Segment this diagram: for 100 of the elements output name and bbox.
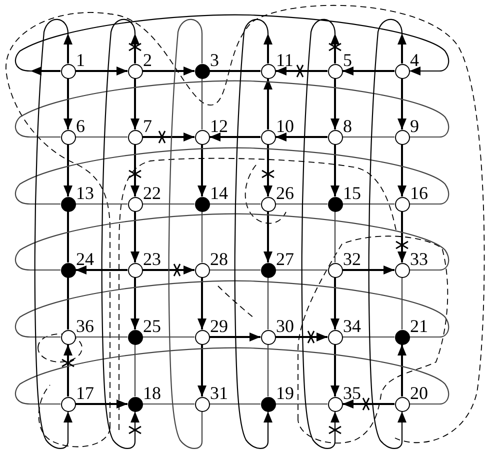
filled-node — [60, 262, 76, 278]
node-number: 24 — [76, 252, 94, 266]
node-number: 14 — [210, 186, 228, 200]
connector-line — [76, 336, 128, 338]
node-number: 17 — [76, 386, 94, 400]
arrow — [130, 144, 140, 196]
open-node — [128, 196, 142, 212]
open-node — [394, 396, 410, 412]
connector-line — [276, 269, 328, 271]
filled-node — [128, 330, 142, 344]
connector-line — [334, 212, 336, 262]
wrap-arrow — [15, 14, 449, 76]
filled-node — [260, 262, 276, 278]
node-number: 26 — [276, 186, 294, 200]
arrow — [398, 78, 406, 130]
arrow — [398, 344, 406, 396]
connector-line — [210, 70, 260, 72]
node-number: 7 — [143, 119, 152, 133]
node-number: 25 — [143, 319, 161, 333]
wrap-line — [15, 280, 449, 338]
node-number: 34 — [343, 319, 361, 333]
connector-line — [201, 78, 203, 130]
open-node — [260, 64, 276, 78]
filled-node — [194, 64, 210, 78]
node-number: 5 — [343, 53, 352, 67]
open-node — [394, 196, 410, 212]
arrow — [398, 144, 406, 196]
open-node — [328, 262, 342, 278]
connector-line — [67, 212, 69, 262]
open-node — [194, 262, 210, 278]
node-number: 9 — [410, 119, 419, 133]
arrow — [276, 332, 328, 342]
connector-line — [142, 403, 194, 405]
node-number: 3 — [210, 53, 219, 67]
connector-line — [76, 136, 128, 138]
node-number: 10 — [276, 119, 294, 133]
node-number: 15 — [343, 186, 361, 200]
node-number: 1 — [76, 53, 85, 67]
filled-node — [194, 196, 210, 212]
node-number: 11 — [276, 53, 294, 67]
node-number: 6 — [76, 119, 85, 133]
arrow — [276, 66, 328, 76]
arrow — [276, 132, 328, 142]
connector-line — [267, 344, 269, 396]
connector-line — [210, 403, 260, 405]
open-node — [394, 262, 410, 278]
arrow — [76, 266, 128, 274]
open-node — [260, 130, 276, 144]
arrow — [130, 212, 140, 262]
arrow — [330, 344, 340, 396]
node-number: 16 — [410, 186, 428, 200]
arrow — [64, 144, 72, 196]
connector-line — [342, 136, 394, 138]
open-node — [60, 330, 76, 344]
node-number: 13 — [76, 186, 94, 200]
wrap-arrow — [301, 18, 340, 449]
arrow — [398, 212, 406, 262]
node-number: 32 — [343, 252, 361, 266]
arrow — [342, 400, 394, 408]
connector-line — [142, 336, 194, 338]
arrow — [330, 144, 340, 196]
connector-line — [134, 344, 136, 396]
node-number: 18 — [143, 386, 161, 400]
open-node — [194, 330, 210, 344]
node-number: 4 — [410, 53, 419, 67]
node-number: 27 — [276, 252, 294, 266]
arrow — [210, 132, 260, 142]
arrow — [264, 78, 272, 130]
filled-node — [60, 196, 76, 212]
open-node — [394, 130, 410, 144]
connector-line — [401, 278, 403, 330]
wrap-line — [15, 347, 449, 405]
arrow — [198, 144, 206, 196]
wrap-line — [15, 147, 449, 205]
connector-line — [142, 203, 194, 205]
wrap-arrow — [34, 18, 74, 449]
arrow — [64, 78, 72, 130]
open-node — [328, 330, 342, 344]
connector-line — [342, 203, 394, 205]
node-number: 35 — [343, 386, 361, 400]
arrow — [264, 144, 272, 196]
arrow — [198, 344, 206, 396]
arrow — [76, 400, 128, 408]
node-number: 36 — [76, 319, 94, 333]
connector-line — [210, 203, 260, 205]
node-number: 23 — [143, 252, 161, 266]
connector-line — [210, 269, 260, 271]
arrow — [210, 332, 260, 342]
open-node — [128, 64, 142, 78]
arrow — [330, 278, 340, 330]
arrow — [142, 266, 194, 274]
open-node — [60, 396, 76, 412]
open-node — [128, 130, 142, 144]
connector-line — [342, 336, 394, 338]
arrow — [142, 132, 194, 142]
arrow — [130, 278, 140, 330]
connector-line — [276, 203, 328, 205]
open-node — [328, 396, 342, 412]
open-node — [328, 130, 342, 144]
filled-node — [394, 330, 410, 344]
